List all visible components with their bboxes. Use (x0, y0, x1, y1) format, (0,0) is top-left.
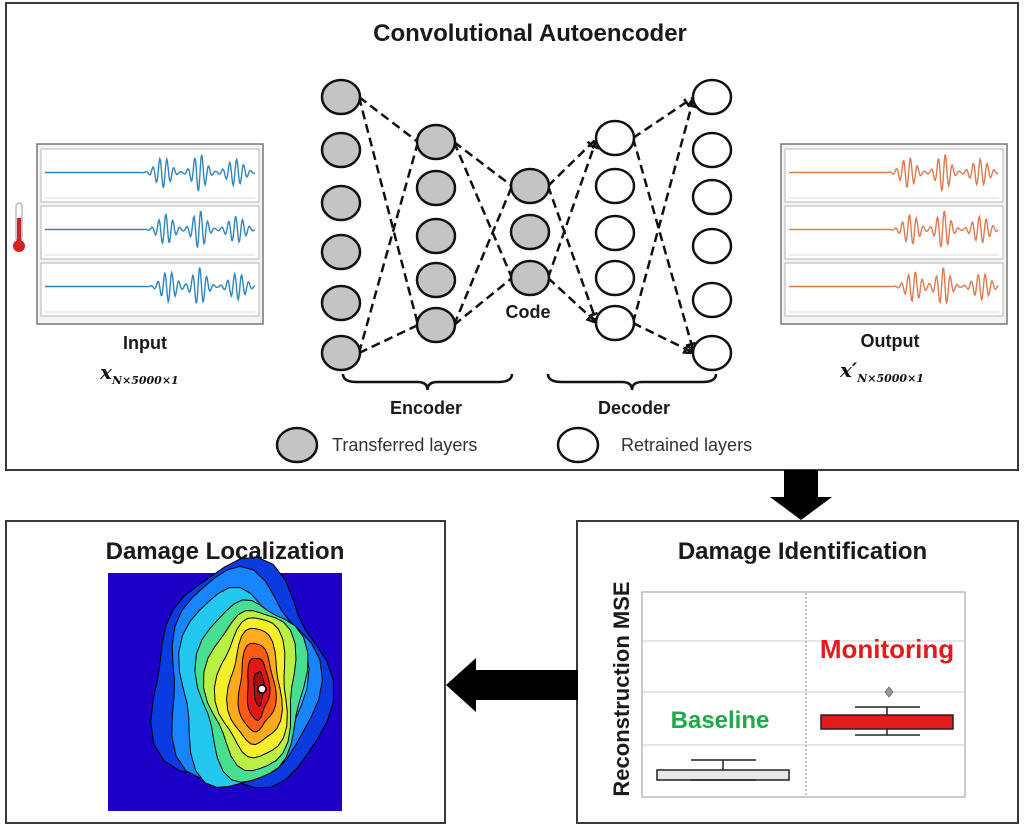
output-layer-node (691, 178, 733, 216)
output-layer-node (691, 131, 733, 169)
connection-line (357, 141, 420, 354)
legend-retrained-icon (556, 426, 600, 464)
encoder-layer-node (415, 123, 457, 161)
input-subscript: N×5000×1 (111, 374, 179, 387)
baseline-box (656, 769, 790, 781)
decoder-layer-node (594, 304, 636, 342)
code-layer-node (509, 213, 551, 251)
input-layer-node (320, 284, 362, 322)
thermometer-bulb (13, 240, 25, 252)
arrow-head (585, 313, 598, 325)
input-signal-waveform (45, 154, 256, 192)
output-layer-node (691, 78, 733, 116)
code-label: Code (505, 302, 551, 322)
connection-line (631, 137, 696, 354)
encoder-label: Encoder (389, 398, 463, 418)
output-symbol: x′N×5000×1 (840, 358, 924, 385)
output-signal-waveform (789, 154, 999, 193)
connection-line (357, 96, 420, 326)
encoder-layer-node (415, 217, 457, 255)
encoder-brace (341, 373, 514, 391)
legend-transferred-icon (275, 426, 319, 464)
monitoring-outlier (884, 686, 894, 698)
input-layer-node (320, 131, 362, 169)
input-layer-node (320, 233, 362, 271)
decoder-layer-node (594, 119, 636, 157)
damage-location-marker (257, 684, 267, 694)
input-signal-subplot (40, 262, 260, 317)
input-signal-waveform (45, 210, 256, 249)
monitoring-label: Monitoring (819, 634, 955, 664)
output-signal-waveform (789, 210, 999, 248)
input-layer-node (320, 334, 362, 372)
output-signal-subplot (784, 205, 1004, 260)
connection-line (632, 95, 695, 140)
decoder-layer-node (594, 259, 636, 297)
connection-line (546, 137, 599, 279)
monitoring-box (820, 714, 954, 730)
input-layer-node (320, 184, 362, 222)
output-label: Output (860, 331, 920, 351)
decoder-label: Decoder (597, 398, 671, 418)
mse-plot-frame (641, 591, 966, 798)
arrow-head (685, 341, 696, 354)
output-layer-node (691, 334, 733, 372)
encoder-layer-node (415, 306, 457, 344)
connection-line (453, 277, 513, 326)
legend-retrained-label: Retrained layers (621, 435, 753, 455)
baseline-label: Baseline (670, 707, 770, 734)
connection-line (358, 96, 419, 143)
connection-line (632, 321, 695, 355)
input-symbol-letter: x (100, 360, 112, 384)
output-layer-node (691, 281, 733, 319)
connection-line (631, 96, 696, 324)
down-arrow (770, 470, 832, 520)
connection-line (453, 141, 513, 187)
localization-title: Damage Localization (105, 538, 345, 565)
legend-transferred-label: Transferred layers (332, 435, 478, 455)
input-symbol: xN×5000×1 (100, 360, 179, 387)
decoder-layer-node (594, 167, 636, 205)
output-subscript: N×5000×1 (857, 372, 924, 385)
output-signal-subplot (784, 148, 1004, 203)
connection-line (452, 185, 514, 326)
thermometer-level (17, 218, 21, 242)
input-signal-waveform (45, 267, 256, 305)
connection-line (546, 185, 599, 324)
output-signal-waveform (789, 267, 999, 306)
output-symbol-letter: x′ (840, 358, 858, 382)
decoder-layer-node (594, 214, 636, 252)
connection-line (452, 141, 514, 279)
output-signal-subplot (784, 262, 1004, 317)
output-layer-node (691, 227, 733, 265)
autoencoder-title: Convolutional Autoencoder (373, 20, 687, 47)
input-layer-node (320, 78, 362, 116)
mse-plot (641, 591, 966, 798)
left-arrow (446, 658, 578, 712)
code-layer-node (509, 259, 551, 297)
connection-line (547, 277, 598, 324)
input-signal-subplot (40, 205, 260, 260)
connection-line (547, 137, 598, 187)
decoder-brace (546, 373, 718, 391)
encoder-layer-node (415, 261, 457, 299)
connection-line (358, 323, 419, 355)
encoder-layer-node (415, 169, 457, 207)
code-layer-node (509, 167, 551, 205)
input-label: Input (123, 333, 167, 353)
arrow-head (682, 344, 695, 355)
mse-axis-label: Reconstruction MSE (609, 581, 634, 797)
identification-title: Damage Identification (677, 538, 928, 565)
